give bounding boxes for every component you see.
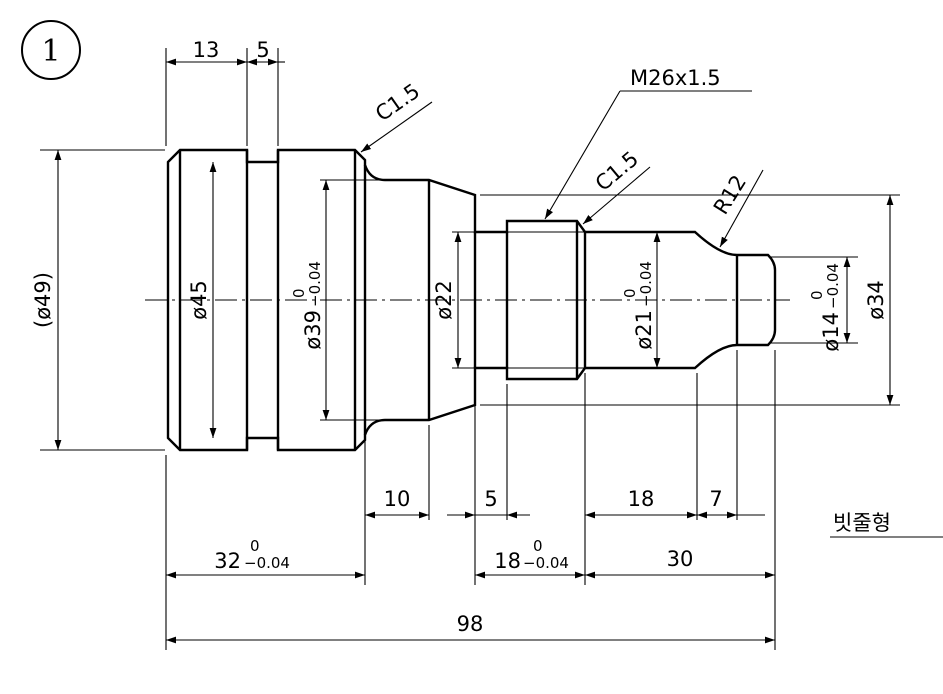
- dim-32-lower: −0.04: [244, 554, 290, 572]
- dim-30: 30: [667, 547, 694, 571]
- chamfer-callout-1: C1.5: [371, 79, 424, 126]
- dia-49: (ø49): [31, 272, 55, 328]
- horizontal-dimensions: [166, 58, 775, 644]
- dia-39-lower: −0.04: [306, 261, 324, 307]
- diameter-texts: (ø49) ø45 ø39 0 −0.04 ø22 ø21 0 −0.04 ø1…: [31, 261, 888, 352]
- chamfer-callout-2: C1.5: [591, 147, 643, 196]
- dim-18-tol: 18: [494, 549, 521, 573]
- dim-18-lower: −0.04: [523, 554, 569, 572]
- dim-7: 7: [709, 487, 722, 511]
- dia-14: ø14: [819, 312, 843, 352]
- dim-18-upper: 0: [533, 537, 543, 555]
- shaft-outline: [166, 148, 777, 452]
- dim-32: 32: [214, 549, 241, 573]
- leader-lines: [360, 90, 764, 248]
- side-note-text: 빗줄형: [833, 511, 891, 535]
- dia-14-upper: 0: [808, 290, 826, 300]
- dia-14-lower: −0.04: [824, 263, 842, 309]
- chamfer-2-leader: [582, 166, 651, 225]
- dim-32-upper: 0: [250, 537, 260, 555]
- dia-39-upper: 0: [290, 288, 308, 298]
- radius-leader: [719, 169, 764, 248]
- dia-21-lower: −0.04: [637, 261, 655, 307]
- dia-45: ø45: [187, 280, 211, 320]
- item-number-badge: 1: [21, 20, 81, 80]
- dia-39: ø39: [301, 310, 325, 350]
- dia-21: ø21: [632, 310, 656, 350]
- dim-5-bottom: 5: [484, 487, 497, 511]
- chamfer-1-leader: [360, 101, 433, 153]
- thread-leader: [544, 90, 621, 220]
- item-number-circle: [21, 20, 81, 80]
- dim-10: 10: [384, 487, 411, 511]
- dimension-texts: 13 5 10 5 18 7 30 98 32 0 −0.04 18 0 −0.…: [193, 38, 723, 636]
- dia-34: ø34: [864, 280, 888, 320]
- dim-13: 13: [193, 38, 220, 62]
- vertical-dimensions: [54, 150, 894, 450]
- side-note: 빗줄형: [830, 511, 943, 538]
- item-number: 1: [41, 34, 60, 69]
- dim-5-top: 5: [256, 38, 269, 62]
- dia-22: ø22: [432, 280, 456, 320]
- thread-callout: M26x1.5: [630, 66, 721, 90]
- dia-21-upper: 0: [621, 288, 639, 298]
- dim-18: 18: [628, 487, 655, 511]
- dim-98: 98: [457, 612, 484, 636]
